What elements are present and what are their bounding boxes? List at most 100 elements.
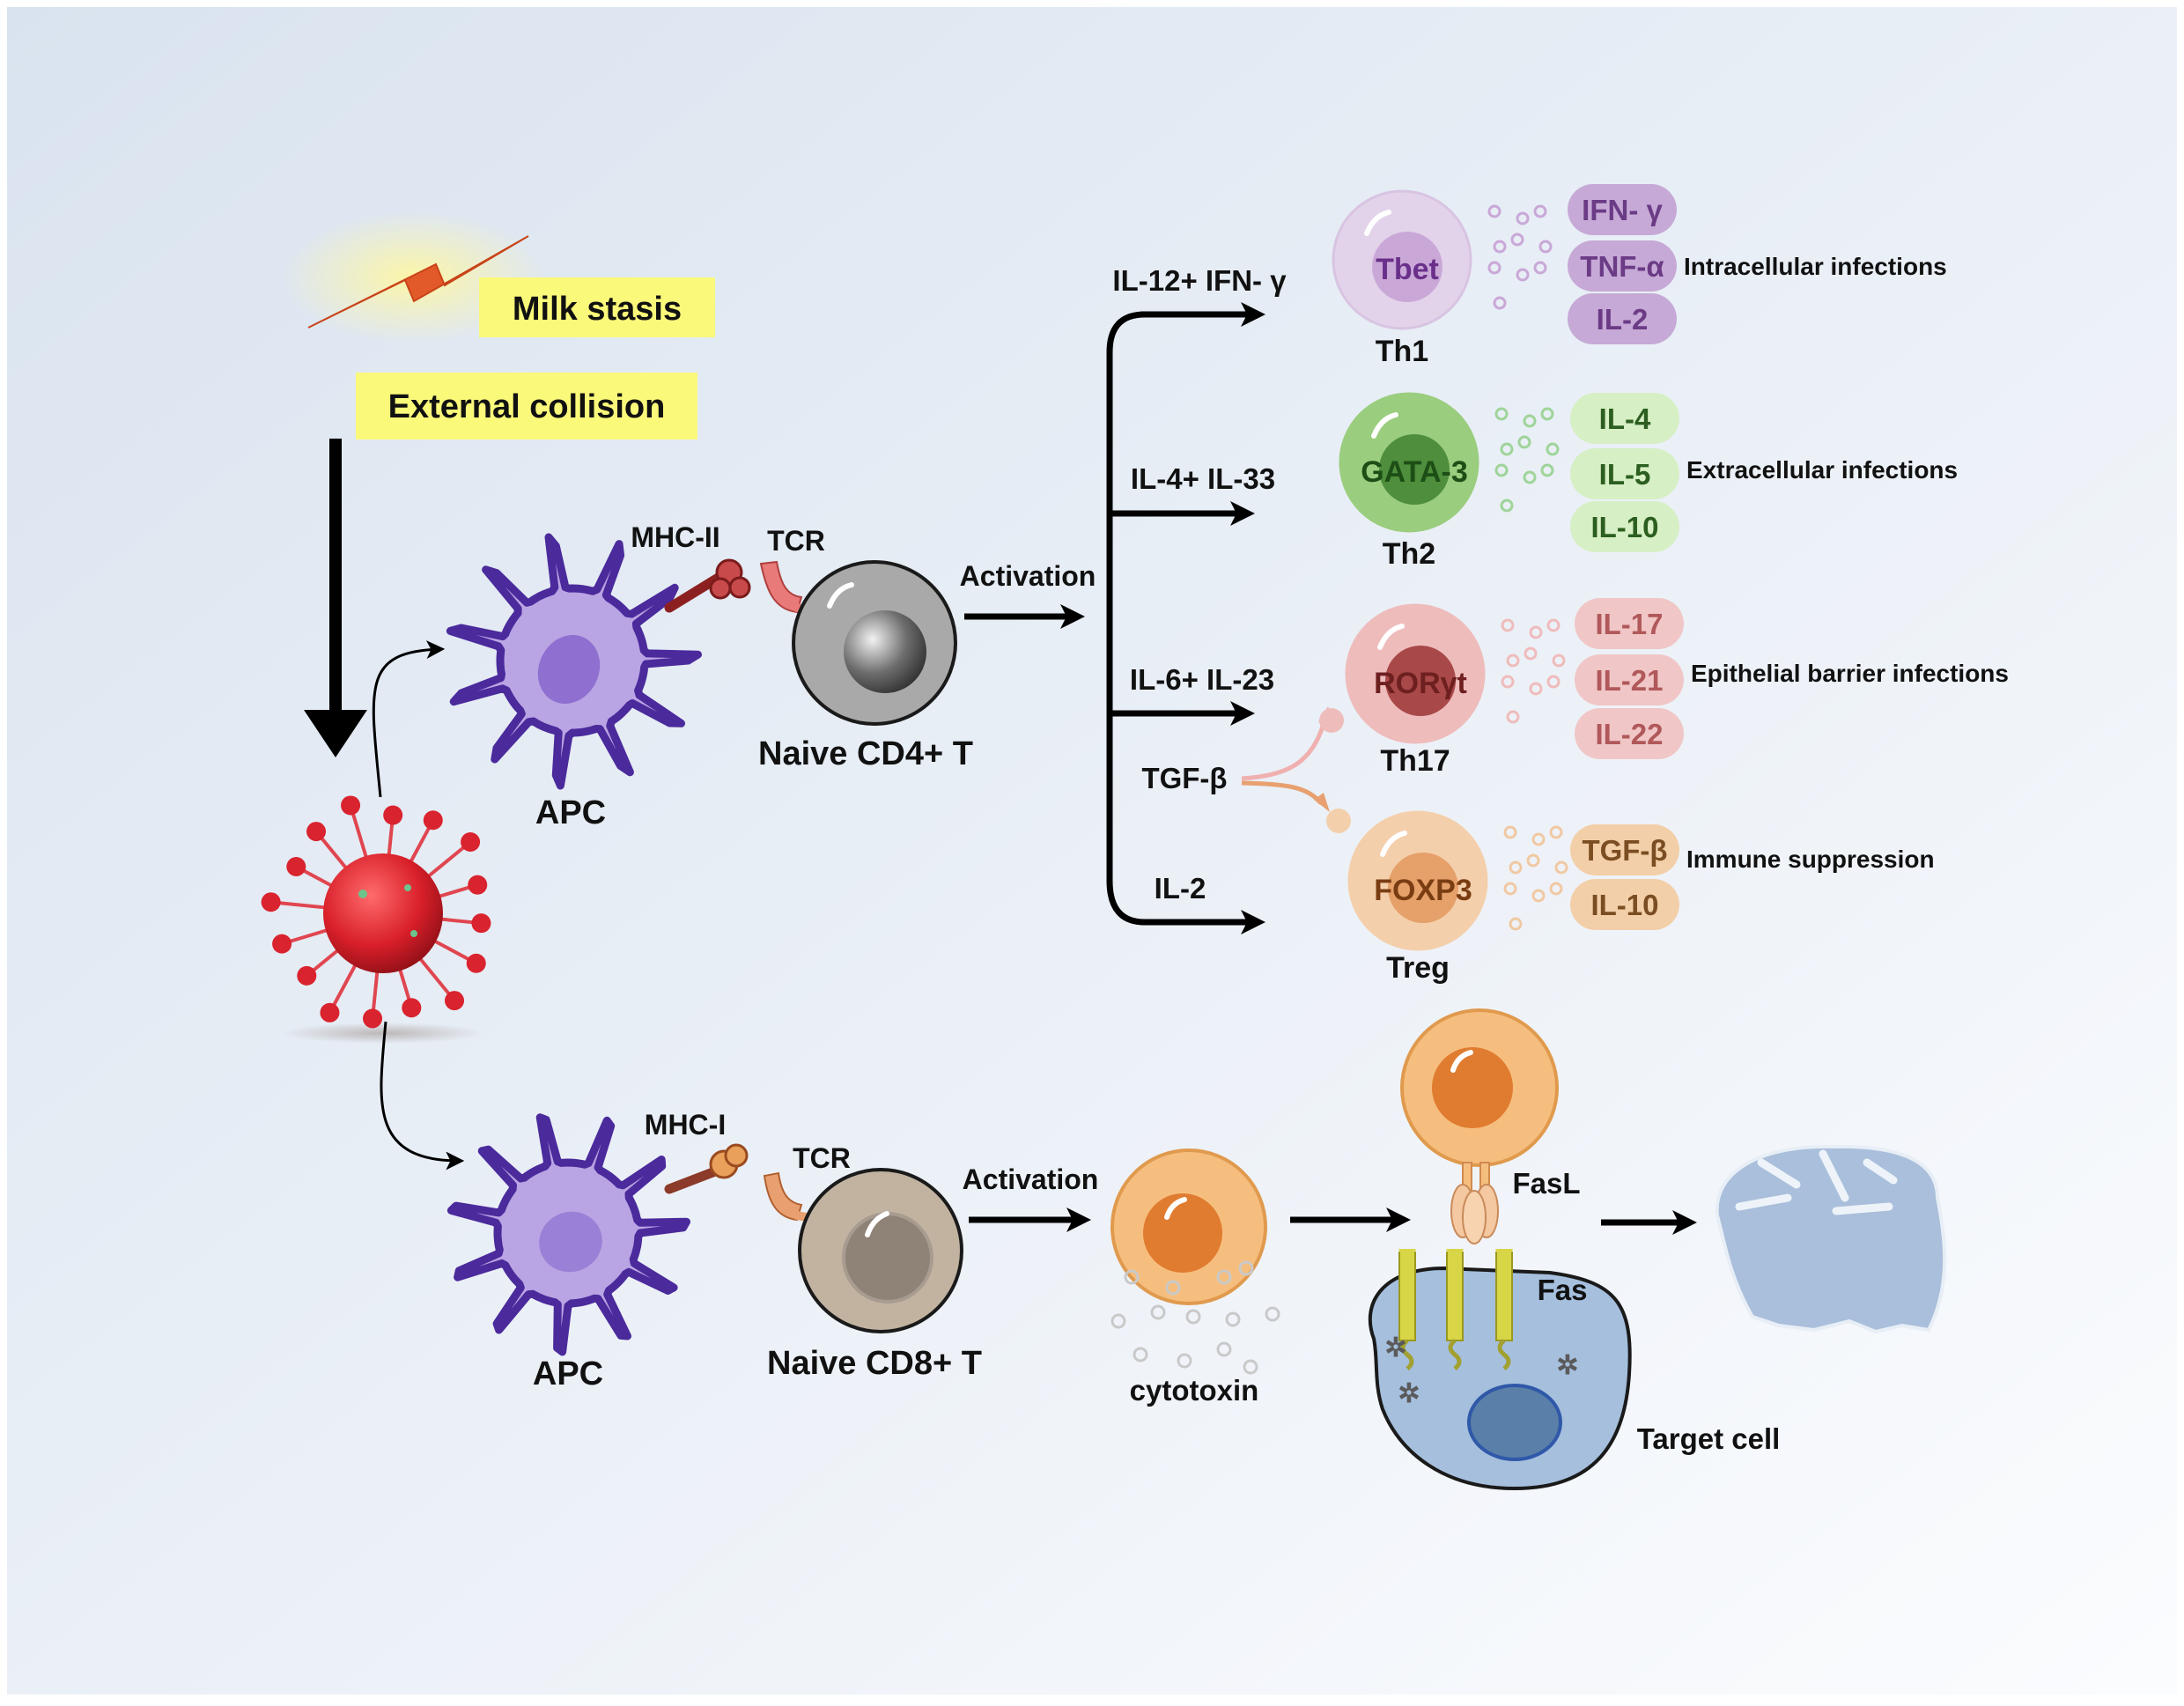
cytokine-dot [1487, 261, 1502, 275]
target-cell: Fas ✲ ✲ ✲ Target cell [1368, 1249, 1781, 1491]
mhc-i-label: MHC-I [645, 1109, 726, 1141]
cytokine-pill [1568, 240, 1677, 292]
star-particle-icon: ✲ [1556, 1351, 1578, 1380]
virus-spike-tip [341, 795, 361, 816]
cytotoxin-dot [1185, 1309, 1201, 1325]
virus-spike-tip [306, 822, 327, 842]
cytokine-pill [1570, 501, 1679, 552]
cytokine-label: TGF-β [1582, 834, 1667, 867]
virus-spike-tip [461, 831, 481, 852]
cytokine-dot [1552, 654, 1566, 668]
cytokine-pill [1570, 879, 1679, 930]
milk-stasis-label: Milk stasis [513, 291, 682, 328]
virus-spike-tip [297, 965, 317, 986]
cytokine-label: TNF-α [1580, 250, 1664, 283]
cytokine-label: IL-22 [1595, 718, 1663, 750]
cytotoxin-dot [1216, 1341, 1232, 1357]
cd4-pathway: MHC-II APC TCR Naive CD4+ T Activation I… [446, 184, 2009, 985]
virus-spike [416, 954, 456, 1002]
cytokine-pill [1568, 293, 1677, 344]
cytokine-dot [1529, 682, 1543, 696]
cytokine-pill [1568, 184, 1677, 235]
fas-receptor-head [1398, 1249, 1416, 1268]
cytotoxic-t-cell: cytotoxin [1110, 1148, 1280, 1407]
naive-cd4-nucleus [844, 610, 926, 693]
cytotoxin-granules [1110, 1260, 1280, 1375]
fas-receptors [1398, 1249, 1513, 1370]
cytokine-pill [1570, 824, 1679, 875]
cytotoxin-dot [1150, 1304, 1166, 1320]
main-down-arrow-head [304, 710, 367, 757]
tgf-to-treg-arrowhead [1314, 793, 1330, 812]
ctl-nucleus [1143, 1193, 1222, 1273]
fas-receptor-tail [1497, 1339, 1511, 1370]
naive-cd8-nucleus [842, 1212, 933, 1304]
cytokine-label: IL-21 [1595, 664, 1663, 697]
th1-signal-label: IL-12+ IFN- γ [1112, 264, 1287, 297]
fas-receptor-tail [1400, 1339, 1414, 1370]
cytokine-dot [1517, 435, 1531, 449]
target-cell-label: Target cell [1637, 1422, 1781, 1455]
naive-cd8-t-cell: Naive CD8+ T [767, 1168, 982, 1382]
target-cell-body [1368, 1266, 1632, 1491]
arrow-to-apc-cd8 [380, 1021, 465, 1171]
cytokine-label: IL-17 [1595, 608, 1663, 640]
cytokine-dot [1493, 240, 1507, 254]
cytokine-pill [1570, 448, 1679, 499]
cytokine-dot [1540, 407, 1554, 421]
cytokine-dot [1531, 832, 1546, 846]
apc-label: APC [533, 1355, 603, 1392]
subset-role-label: Epithelial barrier infections [1691, 660, 2009, 687]
transcription-factor-label: GATA-3 [1361, 455, 1468, 489]
mhc-i-icon [724, 1143, 749, 1168]
transcription-factor-label: Tbet [1376, 253, 1439, 286]
cytokine-dot [1549, 882, 1563, 896]
virus-spikes [261, 795, 491, 1029]
cytotoxin-label: cytotoxin [1130, 1374, 1259, 1407]
cytotoxin-dot [1225, 1311, 1241, 1327]
cytokine-dot [1494, 407, 1509, 421]
cell-highlight [1371, 412, 1398, 439]
th17-receptor-icon [1319, 708, 1344, 733]
cytotoxin-dot [1110, 1313, 1126, 1329]
cytokine-label: IL-2 [1597, 303, 1649, 336]
external-collision-label: External collision [388, 388, 666, 425]
treg-signal-label: IL-2 [1155, 872, 1206, 905]
cytotoxin-dot [1238, 1260, 1254, 1276]
apc-cd8: MHC-I APC [446, 1109, 749, 1392]
cytokine-label: IL-10 [1590, 511, 1658, 543]
tcr-label: TCR [767, 525, 825, 557]
mhc-ii-label: MHC-II [631, 521, 719, 553]
cytokine-dot [1533, 204, 1547, 218]
arrow-to-apc-cd4 [372, 640, 446, 798]
cytokine-dot [1501, 675, 1515, 689]
cd8-pathway: MHC-I APC TCR Naive CD8+ T Activation cy… [446, 1008, 1947, 1491]
milk-stasis-label-box [479, 277, 715, 337]
cytotoxin-dot [1216, 1269, 1232, 1285]
transcription-factor-label: FOXP3 [1374, 874, 1472, 907]
fasl-icon [1462, 1190, 1487, 1244]
virus-spike-tip [402, 998, 422, 1018]
subset-name-label: Th2 [1383, 537, 1435, 571]
virus-spike-tip [383, 805, 403, 825]
target-cell-nucleus [1467, 1384, 1562, 1461]
mhc-i-stalk [664, 1166, 720, 1194]
naive-cd4-t-cell: Naive CD4+ T [758, 560, 973, 772]
cell-highlight [1450, 1050, 1473, 1073]
naive-cd8-label: Naive CD8+ T [767, 1345, 982, 1382]
fas-receptor-head [1495, 1249, 1513, 1268]
cd4-activation-label: Activation [960, 560, 1096, 592]
cytokine-dot [1524, 646, 1538, 661]
cytokine-label: IFN- γ [1582, 194, 1663, 226]
cytokine-dot [1523, 414, 1537, 428]
cytokine-dot [1506, 710, 1520, 724]
cytokine-dot [1529, 625, 1543, 639]
virus-particle-dot [404, 884, 411, 891]
pathogen-shadow [282, 1023, 484, 1044]
cytokine-dot [1523, 470, 1537, 484]
fasl-label: FasL [1512, 1167, 1580, 1200]
cytokine-dot [1509, 860, 1523, 875]
cytotoxin-dot [1177, 1353, 1192, 1369]
